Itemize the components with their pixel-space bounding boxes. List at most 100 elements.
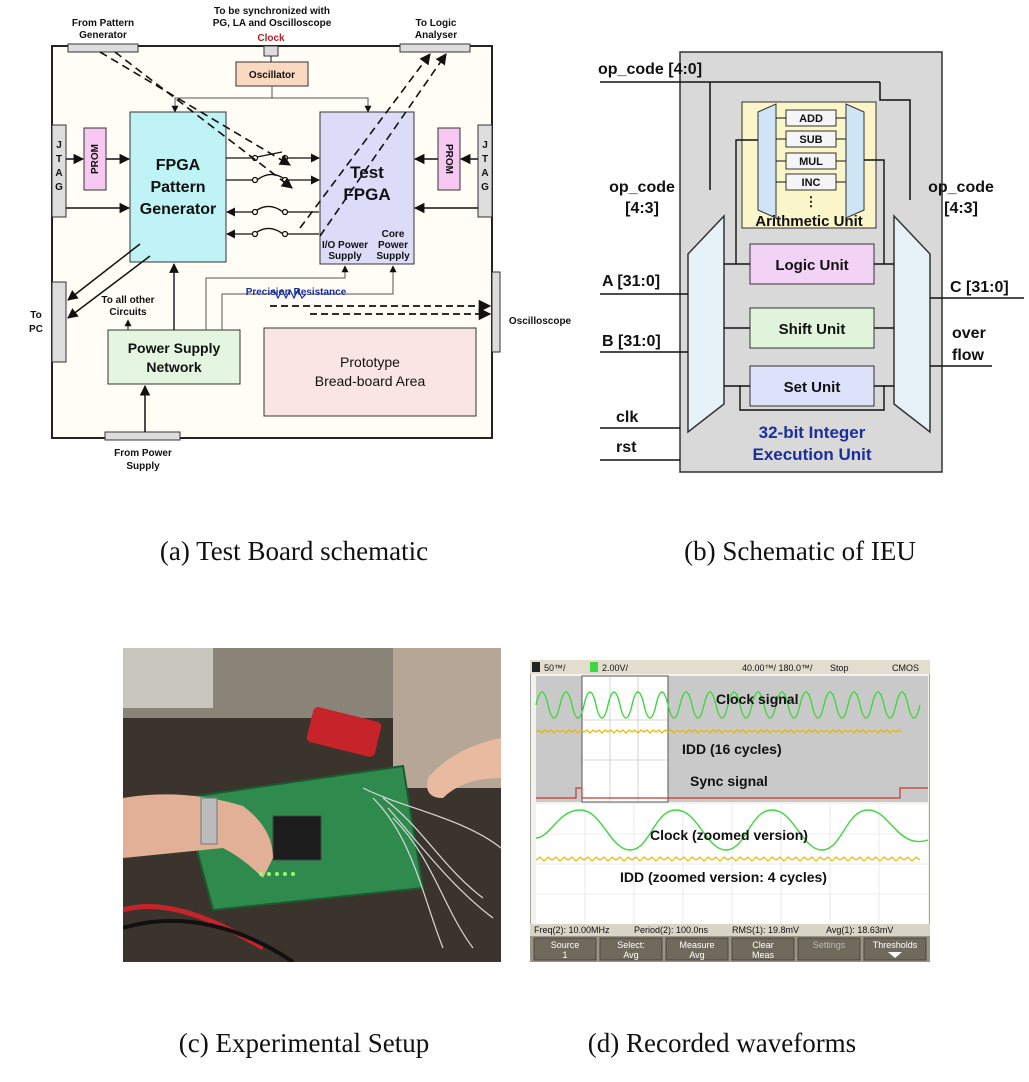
zoomed-grid <box>536 804 928 924</box>
caption-a: (a) Test Board schematic <box>160 536 428 566</box>
opcode-left-label: op_code <box>609 179 675 196</box>
fpga-to-pc-1 <box>67 243 141 301</box>
svg-text:G: G <box>55 182 63 193</box>
arith-left-mux <box>757 103 777 219</box>
ieu-schematic: op_code [4:0] ADD SUB MUL INC ⋮ Arithmet… <box>598 51 1024 473</box>
overflow-label-2: flow <box>952 347 985 364</box>
fpga-pg-line-1: FPGA <box>156 157 201 174</box>
idd-zoom-trace <box>535 856 921 862</box>
to-pc-label: To <box>30 310 41 321</box>
prototype-area <box>263 327 477 417</box>
zoom-region <box>581 675 669 803</box>
svg-text:Clear: Clear <box>752 940 774 950</box>
left-jtag-connector <box>51 124 67 218</box>
resistor-to-core <box>310 265 397 295</box>
caption-b: (b) Schematic of IEU <box>684 536 916 566</box>
svg-text:MUL: MUL <box>799 156 823 168</box>
svg-text:SUB: SUB <box>799 134 822 146</box>
sync-trace <box>536 787 928 799</box>
fpga-pg-line-2: Pattern <box>150 179 205 196</box>
fpga-pattern-generator-box <box>129 111 227 263</box>
rst-label: rst <box>616 439 637 456</box>
ieu-internal-wires <box>724 139 894 411</box>
to-oscilloscope-extra: Oscilloscope <box>509 316 572 327</box>
c-output-label: C [31:0] <box>950 279 1009 296</box>
caption-row-1: (a) Test Board schematic (b) Schematic o… <box>160 536 916 566</box>
right-jtag-connector <box>477 124 493 218</box>
thresholds-arrow-icon <box>888 952 902 958</box>
arith-ops: ADD SUB MUL INC ⋮ <box>776 109 846 209</box>
core-power-label-3: Supply <box>376 251 410 262</box>
svg-text:Settings: Settings <box>813 940 846 950</box>
set-unit-label: Set Unit <box>784 379 841 396</box>
svg-text:Select:: Select: <box>617 940 645 950</box>
left-prom-label: PROM <box>90 144 101 174</box>
softkey-clear[interactable] <box>731 937 795 961</box>
probe-wires <box>362 787 501 949</box>
run-mode: Stop <box>830 663 849 673</box>
b-input-label: B [31:0] <box>602 333 661 350</box>
black-lead <box>123 918 295 962</box>
meas-freq: Freq(2): 10.00MHz <box>534 925 610 935</box>
test-fpga-box <box>319 111 415 265</box>
ch2-scale: 2.00V/ <box>602 663 629 673</box>
power-connector <box>104 431 181 441</box>
pattern-generator-connector <box>67 43 139 53</box>
sync-note-label: To be synchronized with <box>214 6 330 17</box>
softkey-settings[interactable] <box>797 937 861 961</box>
svg-text:J: J <box>56 140 62 151</box>
label-sync: Sync signal <box>690 773 768 789</box>
right-jtag: J T A G <box>481 140 489 193</box>
svg-text:G: G <box>481 182 489 193</box>
clock-trace <box>535 691 921 719</box>
softkey-thresholds[interactable] <box>863 937 927 961</box>
to-pc-label-2: PC <box>29 324 43 335</box>
to-all-other-label-2: Circuits <box>109 307 147 318</box>
svg-text:Meas: Meas <box>752 950 775 960</box>
a-input-label: A [31:0] <box>602 273 660 290</box>
oscillator-feed <box>171 86 273 113</box>
io-power-label: I/O Power <box>322 240 368 251</box>
precision-resistor <box>269 288 307 300</box>
caption-row-2: (c) Experimental Setup (d) Recorded wave… <box>179 1028 856 1058</box>
svg-text:Source: Source <box>551 940 580 950</box>
opcode-top-label: op_code [4:0] <box>598 61 702 78</box>
power-supply-network-box <box>107 329 241 385</box>
left-jtag: J T A G <box>55 140 63 193</box>
ieu-title-1: 32-bit Integer <box>759 423 866 442</box>
opcode-left-label-2: [4:3] <box>625 200 659 217</box>
from-power-supply-label: From Power <box>114 448 172 459</box>
oscilloscope-connector <box>491 271 501 353</box>
output-mux <box>893 214 931 434</box>
label-clock-zoom: Clock (zoomed version) <box>650 827 808 843</box>
chip-socket <box>272 815 322 861</box>
power-network-line-1: Power Supply <box>128 340 221 356</box>
svg-text:Thresholds: Thresholds <box>873 940 918 950</box>
red-probe-box <box>306 707 382 757</box>
softkey-select[interactable] <box>599 937 663 961</box>
clk-label: clk <box>616 409 638 426</box>
clock-connector <box>263 45 279 57</box>
label-idd-16: IDD (16 cycles) <box>682 741 782 757</box>
fpga-to-pc-2 <box>67 255 151 319</box>
ch1-scale: 50™/ <box>544 663 566 673</box>
right-prom-label: PROM <box>443 144 454 174</box>
svg-text:ADD: ADD <box>799 113 823 125</box>
softkey-source[interactable] <box>533 937 597 961</box>
oscillator-label: Oscillator <box>249 70 295 81</box>
prototype-line-2: Bread-board Area <box>315 373 426 389</box>
prototype-line-1: Prototype <box>340 354 400 370</box>
softkey-measure[interactable] <box>665 937 729 961</box>
oscillator-box <box>235 61 309 87</box>
meas-period: Period(2): 100.0ns <box>634 925 709 935</box>
svg-text:INC: INC <box>802 177 821 189</box>
opcode-right-label: op_code <box>928 179 994 196</box>
arith-unit-label: Arithmetic Unit <box>755 213 863 230</box>
set-unit-box <box>749 365 875 407</box>
meas-avg: Avg(1): 18.63mV <box>826 925 893 935</box>
scope-dashed-lines <box>270 299 492 321</box>
test-fpga-line-1: Test <box>350 163 384 182</box>
label-clock-signal: Clock signal <box>716 691 798 707</box>
input-demux <box>687 214 725 434</box>
overflow-label: over <box>952 325 986 342</box>
